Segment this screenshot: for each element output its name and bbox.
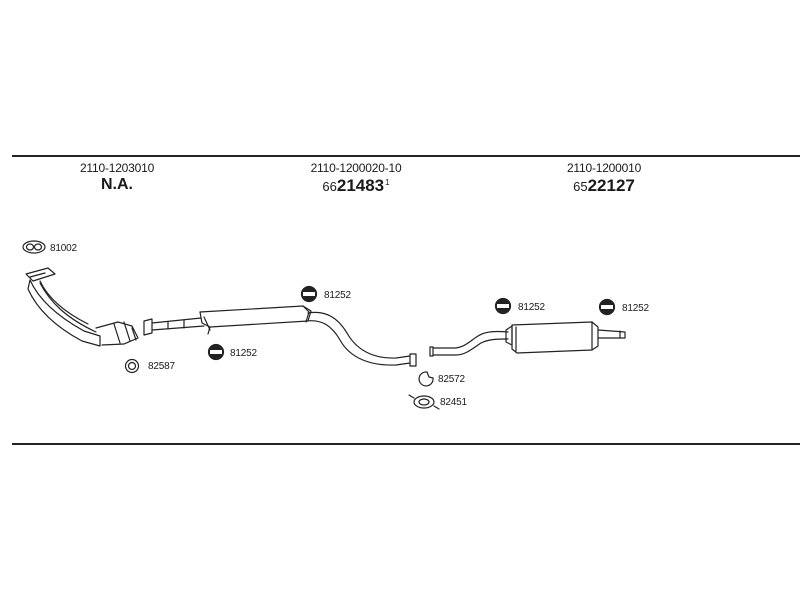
callout-81252-mid-top: 81252 [324, 290, 351, 301]
top-divider [12, 155, 800, 157]
hanger-81252-rear-left-icon [494, 297, 512, 315]
callout-82572: 82572 [438, 374, 465, 385]
rear-silencer-header: 2110-1200010 6522127 [514, 161, 694, 196]
callout-82587: 82587 [148, 361, 175, 372]
front-pipe-header: 2110-1203010 N.A. [27, 161, 207, 194]
clamp-82572-icon [418, 371, 434, 387]
callout-81252-rear-right: 81252 [622, 303, 649, 314]
middle-part-main: 21483 [336, 176, 385, 195]
ring-82587-icon [124, 358, 140, 374]
rear-silencer-code: 2110-1200010 [566, 161, 642, 175]
hanger-81252-mid-top-icon [300, 285, 318, 303]
callout-81252-mid-bottom: 81252 [230, 348, 257, 359]
hanger-81252-rear-right-icon [598, 298, 616, 316]
middle-silencer-code: 2110-1200020-10 [310, 161, 402, 175]
middle-silencer-icon [143, 305, 417, 367]
gasket-81002-icon [22, 240, 46, 254]
middle-part-prefix: 66 [322, 179, 337, 194]
front-pipe-code: 2110-1203010 [79, 161, 155, 175]
rear-part-prefix: 65 [573, 179, 588, 194]
middle-silencer-part-number: 66214831 [266, 176, 446, 196]
callout-81252-rear-left: 81252 [518, 302, 545, 313]
rear-part-main: 22127 [587, 176, 635, 195]
rear-silencer-icon [429, 321, 626, 357]
callout-82451: 82451 [440, 397, 467, 408]
bottom-divider [12, 443, 800, 445]
rear-silencer-part-number: 6522127 [514, 176, 694, 196]
middle-part-suffix: 1 [385, 177, 390, 187]
front-pipe-part-number: N.A. [101, 176, 133, 193]
middle-silencer-header: 2110-1200020-10 66214831 [266, 161, 446, 196]
callout-81002: 81002 [50, 243, 77, 254]
front-pipe-icon [25, 267, 139, 347]
hanger-81252-mid-bottom-icon [207, 343, 225, 361]
clamp-82451-icon [408, 394, 440, 410]
